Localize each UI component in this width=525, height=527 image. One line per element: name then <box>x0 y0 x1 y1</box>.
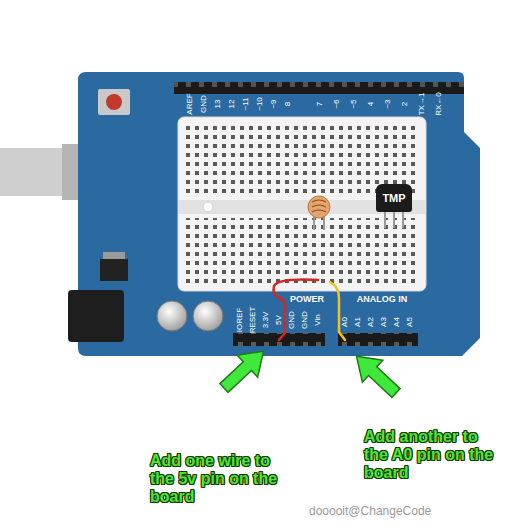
breadboard-mark <box>203 202 213 212</box>
part-label: TMP <box>382 193 405 204</box>
pin-label: ~5 <box>350 99 358 108</box>
pin-label: ~9 <box>270 99 278 108</box>
regulator <box>100 259 128 281</box>
callout-text: Add another to the A0 pin on the board <box>364 428 506 482</box>
pin-label: 2 <box>401 102 409 106</box>
pin-label: ~6 <box>333 99 341 108</box>
pin-label: GND <box>301 311 309 329</box>
callout-text: Add one wire to the 5v pin on the board <box>150 452 292 506</box>
pin-label: A1 <box>354 317 362 327</box>
pin-label: 4 <box>367 102 375 106</box>
pin-label: IOREF <box>236 308 244 332</box>
pointer-arrow <box>346 345 406 404</box>
board <box>78 72 480 356</box>
pin-label: 7 <box>316 102 324 106</box>
pin-label: A4 <box>393 317 401 327</box>
reset-button <box>98 89 130 115</box>
capacitor <box>193 301 223 331</box>
pin-label: ~3 <box>384 99 392 108</box>
pin-label: 3.3V <box>262 312 270 328</box>
red-wire <box>274 280 319 340</box>
pin-label: A2 <box>367 317 375 327</box>
reset-cap <box>106 94 122 110</box>
pin-label: A3 <box>380 317 388 327</box>
sensor-body: TMP <box>376 184 412 212</box>
photoresistor-track <box>312 200 326 212</box>
pin-label: A0 <box>341 317 349 327</box>
pin-label: Vin <box>314 314 322 325</box>
pointer-arrow <box>214 340 274 399</box>
watermark: dooooit@ChangeCode <box>309 505 431 517</box>
pin-label: GND <box>200 95 208 113</box>
pin-label: A5 <box>406 317 414 327</box>
regulator-tab <box>103 252 125 260</box>
digital-header <box>312 82 464 94</box>
tmp-leg <box>384 210 386 228</box>
breadboard-holes <box>184 218 420 286</box>
header-title: ANALOG IN <box>357 295 408 304</box>
pin-label: 12 <box>228 100 236 109</box>
pin-label: 8 <box>284 102 292 106</box>
pin-label: TX→1 <box>418 93 426 116</box>
header-title: POWER <box>290 295 324 304</box>
pin-label: RESET <box>249 307 257 334</box>
header-pins <box>312 82 464 94</box>
capacitor <box>157 301 187 331</box>
pin-label: RX←0 <box>435 92 443 116</box>
pin-label: AREF <box>186 93 194 114</box>
analog-header <box>338 333 418 346</box>
yellow-wire <box>330 282 345 340</box>
photoresistor <box>308 196 330 218</box>
tmp-leg <box>393 210 395 228</box>
pin-label: GND <box>288 311 296 329</box>
pin-label: ~11 <box>242 98 250 111</box>
header-pins <box>338 333 418 346</box>
pin-label: ~10 <box>256 97 264 111</box>
pin-label: 5V <box>275 315 283 325</box>
tmp-leg <box>402 210 404 228</box>
power-jack <box>68 290 124 342</box>
breadboard <box>178 117 426 291</box>
pin-label: 13 <box>214 100 222 109</box>
